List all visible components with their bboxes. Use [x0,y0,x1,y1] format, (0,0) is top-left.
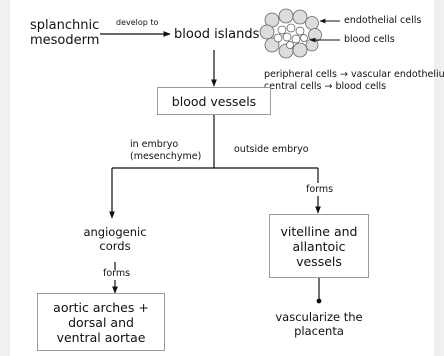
node-angiogenic-cords: angiogenic cords [83,225,147,253]
node-aortic-arches: aortic arches + dorsal and ventral aorta… [37,293,165,351]
note-peripheral-cells: peripheral cells → vascular endothelium [264,69,444,80]
end-dot [316,298,322,304]
node-vitelline-allantoic-vessels: vitelline and allantoic vessels [269,214,369,278]
edge-label-forms-left: forms [103,268,131,279]
node-splanchnic-mesoderm: splanchnic mesoderm [30,18,100,48]
legend-endothelial-cells: endothelial cells [344,15,422,26]
diagram-lines [100,8,340,304]
edge-label-develop-to: develop to [116,18,159,27]
node-vascularize-placenta: vascularize the placenta [275,310,363,338]
edge-label-outside-embryo: outside embryo [234,144,309,155]
edge-label-forms-right: forms [306,184,334,195]
node-blood-islands: blood islands [174,27,260,42]
node-blood-vessels: blood vessels [157,87,271,115]
blood-island-illustration [259,8,322,59]
edge-label-in-embryo: in embryo (mesenchyme) [130,139,202,162]
note-central-cells: central cells → blood cells [264,81,387,92]
legend-blood-cells: blood cells [344,34,395,45]
